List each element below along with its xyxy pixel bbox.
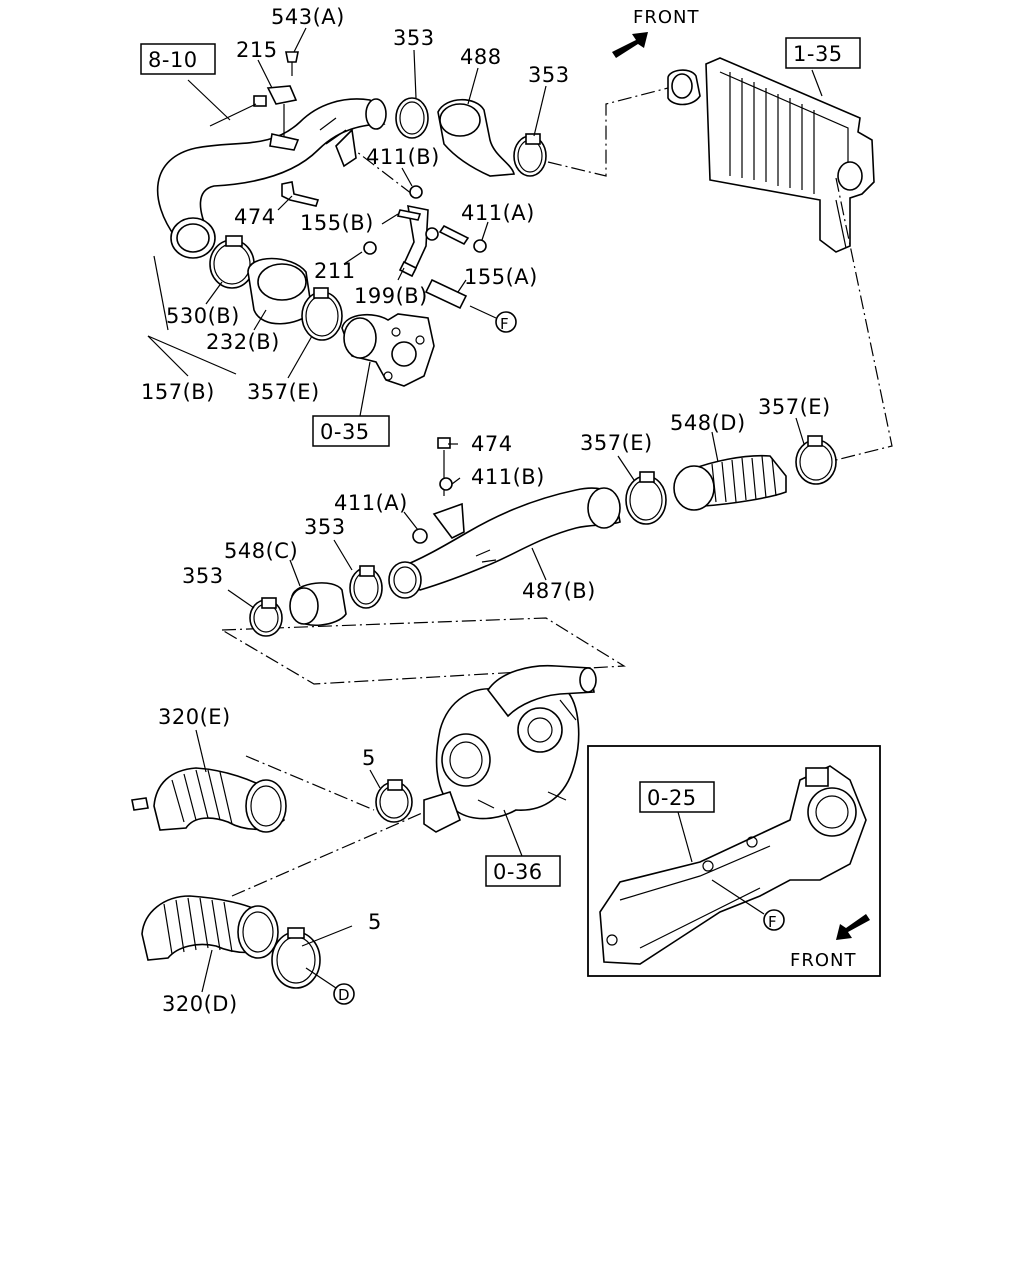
callout-353-top-left: 353 <box>393 26 435 50</box>
pipe-487b <box>388 487 621 599</box>
sleeve-548c <box>289 582 347 626</box>
clamp-357e-mid-right <box>795 435 837 485</box>
callout-353-top-right: 353 <box>528 63 570 87</box>
clamp-530b <box>209 235 255 289</box>
circled-f-top-label: F <box>500 315 509 333</box>
intercooler <box>667 57 875 253</box>
sleeve-232b <box>247 257 313 325</box>
front-label-inset: FRONT <box>790 950 857 971</box>
hose-548d <box>673 454 787 511</box>
front-label-top: FRONT <box>633 7 700 28</box>
ref-label-0-35: 0-35 <box>320 420 370 444</box>
ref-label-1-35: 1-35 <box>793 42 843 66</box>
callout-5-upper: 5 <box>362 746 376 770</box>
front-arrow-inset-icon <box>836 914 870 940</box>
clamp-353-mid-left <box>249 597 283 637</box>
callout-488: 488 <box>460 45 502 69</box>
hose-320e <box>131 767 287 833</box>
inset-intake-manifold: 0-25 F FRONT <box>587 745 881 977</box>
callout-155a: 155(A) <box>464 265 538 289</box>
ref-box-0-36[interactable]: 0-36 <box>485 855 561 887</box>
clamp-353-top-left <box>395 97 429 139</box>
callout-474-top: 474 <box>234 205 276 229</box>
ref-box-0-25[interactable]: 0-25 <box>639 781 715 813</box>
throttle-body <box>341 313 435 387</box>
callout-474-mid: 474 <box>471 432 513 456</box>
ref-box-8-10[interactable]: 8-10 <box>140 43 216 75</box>
turbocharger <box>423 664 597 833</box>
clamp-357e-top <box>301 287 343 341</box>
callout-530b: 530(B) <box>166 304 240 328</box>
callout-labels: 543(A) 215 353 488 353 411(B) 474 155(B)… <box>141 5 831 1016</box>
hose-320d <box>141 895 279 961</box>
callout-215: 215 <box>236 38 278 62</box>
bracket-top <box>281 128 487 310</box>
callout-320d: 320(D) <box>162 992 238 1016</box>
leader-lines <box>147 27 805 993</box>
front-arrow-icon <box>612 32 648 58</box>
clip-215 <box>209 85 300 151</box>
callout-320e: 320(E) <box>158 705 231 729</box>
callout-157b: 157(B) <box>141 380 215 404</box>
ref-label-0-25: 0-25 <box>647 786 697 810</box>
circled-f-top <box>495 311 517 333</box>
clamp-5-lower <box>271 927 321 989</box>
ref-box-1-35[interactable]: 1-35 <box>785 37 861 69</box>
circled-d <box>333 983 355 1005</box>
elbow-488 <box>437 99 515 177</box>
callout-5-lower: 5 <box>368 910 382 934</box>
bracket-mid <box>412 437 465 544</box>
callout-155b: 155(B) <box>300 211 374 235</box>
hose-157b <box>156 98 387 259</box>
callout-411b-top: 411(B) <box>366 145 440 169</box>
ref-label-8-10: 8-10 <box>148 48 198 72</box>
callout-411a-mid: 411(A) <box>334 491 408 515</box>
ref-label-0-36: 0-36 <box>493 860 543 884</box>
clamp-353-mid-right <box>349 565 383 609</box>
callout-357e-mid-right: 357(E) <box>758 395 831 419</box>
callout-487b: 487(B) <box>522 579 596 603</box>
callout-211: 211 <box>314 259 356 283</box>
clamp-5-upper <box>375 779 413 823</box>
circled-d-label: D <box>338 986 350 1004</box>
bolt-543a <box>285 51 299 76</box>
callout-543a: 543(A) <box>271 5 345 29</box>
callout-357e-top: 357(E) <box>247 380 320 404</box>
circled-f-inset-label: F <box>768 913 777 931</box>
callout-232b: 232(B) <box>206 330 280 354</box>
callout-357e-mid-left: 357(E) <box>580 431 653 455</box>
clamp-357e-mid-left <box>625 471 667 525</box>
ref-box-0-35[interactable]: 0-35 <box>312 415 390 447</box>
callout-353-mid-right: 353 <box>304 515 346 539</box>
clamp-353-top-right <box>513 133 547 177</box>
callout-411a-top: 411(A) <box>461 201 535 225</box>
circled-f-inset <box>763 909 785 931</box>
callout-353-mid-left: 353 <box>182 564 224 588</box>
callout-411b-mid: 411(B) <box>471 465 545 489</box>
callout-548d: 548(D) <box>670 411 746 435</box>
callout-548c: 548(C) <box>224 539 298 563</box>
front-indicator-top: FRONT <box>612 7 700 58</box>
callout-199b: 199(B) <box>354 284 428 308</box>
